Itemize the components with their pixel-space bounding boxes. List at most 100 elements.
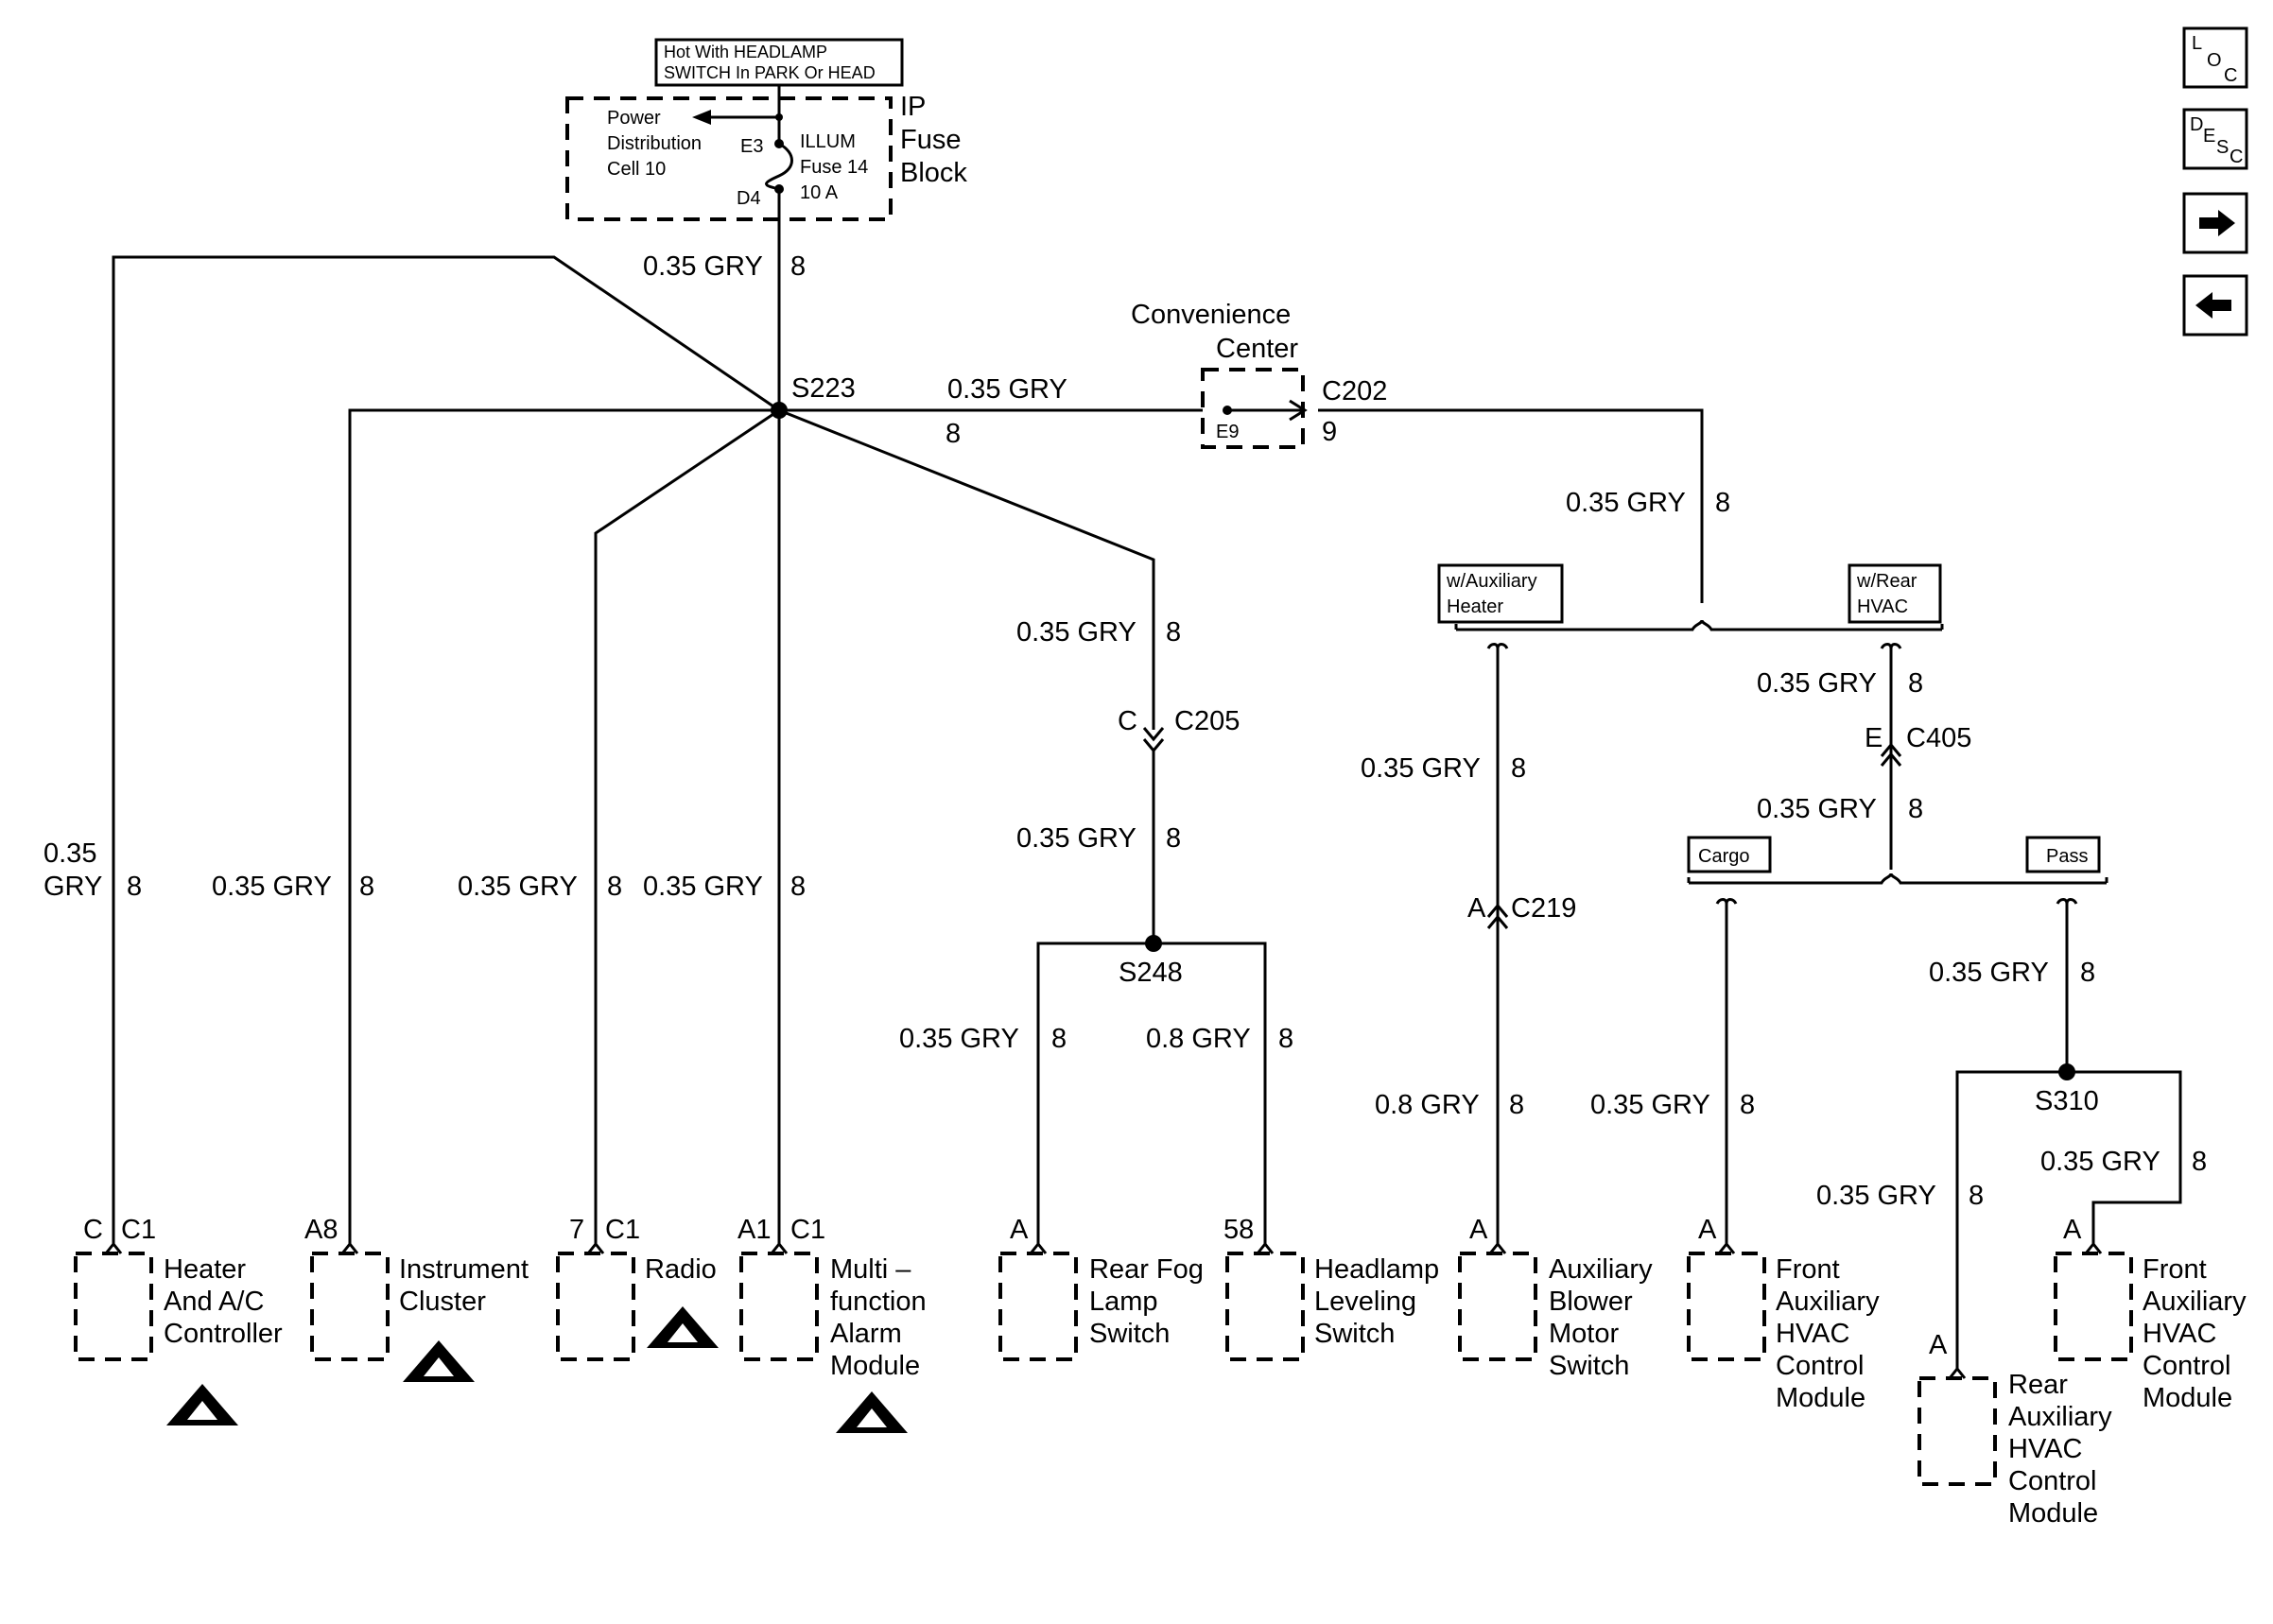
- note-aux-heater-line2: Heater: [1447, 596, 1503, 617]
- fuse-label-2: Fuse 14: [800, 157, 868, 178]
- wire-label-pass-s310: 0.35 GRY: [1929, 958, 2049, 988]
- pin-label-cluster: A8: [304, 1215, 338, 1245]
- next-button[interactable]: [2182, 192, 2248, 254]
- front-pass-label-2: Auxiliary: [2143, 1287, 2247, 1317]
- hot-with-note: Hot With HEADLAMP SWITCH In PARK Or HEAD: [654, 38, 904, 87]
- wire-label-fuse-s223: 0.35 GRY: [643, 251, 763, 282]
- wire-label-cluster: 0.35 GRY: [212, 872, 332, 902]
- circuit-label-c205-s248: 8: [1166, 823, 1181, 854]
- wire-label-front-pass: 0.35 GRY: [2040, 1147, 2160, 1177]
- loc-icon-c: C: [2224, 65, 2237, 86]
- circuit-label-pass-s310: 8: [2080, 958, 2095, 988]
- connector-c405-pin: E: [1865, 723, 1883, 753]
- fuse-block-title-3: Block: [900, 158, 967, 188]
- terminal-icon: [340, 1241, 359, 1254]
- front-pass-label-4: Control: [2143, 1351, 2231, 1381]
- connector-c405-label: C405: [1906, 723, 1971, 753]
- front-pass-label-3: HVAC: [2143, 1319, 2216, 1349]
- front-pass-label-1: Front: [2143, 1254, 2207, 1285]
- fuse-pin-e3: E3: [740, 136, 763, 157]
- circuit-label-rear-aux: 8: [1969, 1181, 1984, 1211]
- leveling-label-3: Switch: [1314, 1319, 1395, 1349]
- convenience-center-title-1: Convenience: [1131, 300, 1291, 330]
- alarm-label-4: Module: [830, 1351, 920, 1381]
- heater-label-2: And A/C: [164, 1287, 264, 1317]
- esd-warning-icon: [403, 1340, 475, 1382]
- pin-label-leveling: 58: [1223, 1215, 1254, 1245]
- circuit-label-radio: 8: [607, 872, 622, 902]
- convenience-center: Convenience Center E9: [1131, 300, 1308, 449]
- prev-button[interactable]: [2182, 274, 2248, 337]
- fuse-pin-d4: D4: [737, 188, 761, 209]
- circuit-label-heater: 8: [127, 872, 142, 902]
- pin-label-rear-aux: A: [1929, 1330, 1948, 1360]
- terminal-icon: [586, 1241, 605, 1254]
- connector-c405-icon: [1880, 752, 1902, 767]
- component-headlamp-leveling-switch: 58 Headlamp Leveling Switch: [1223, 1215, 1439, 1361]
- fuse-label-1: ILLUM: [800, 131, 856, 152]
- desc-icon: D: [2190, 114, 2203, 135]
- loc-icon: L: [2192, 33, 2202, 54]
- leveling-label-1: Headlamp: [1314, 1254, 1439, 1285]
- fog-label-2: Lamp: [1089, 1287, 1158, 1317]
- note-aux-heater: w/Auxiliary Heater: [1437, 563, 1564, 624]
- blower-label-4: Switch: [1549, 1351, 1629, 1381]
- circuit-label-leveling: 8: [1278, 1024, 1293, 1054]
- hot-with-note-line2: SWITCH In PARK Or HEAD: [664, 63, 876, 82]
- splice-s310-label: S310: [2035, 1086, 2099, 1116]
- front-pass-label-5: Module: [2143, 1383, 2232, 1413]
- terminal-icon: [1029, 1241, 1048, 1254]
- blower-label-2: Blower: [1549, 1287, 1633, 1317]
- splice-s248-label: S248: [1119, 958, 1183, 988]
- circuit-label-s223-c202: 8: [946, 419, 961, 449]
- pin-label-radio: 7: [569, 1215, 584, 1245]
- cluster-label-2: Cluster: [399, 1287, 486, 1317]
- wire-label-heater-b: GRY: [43, 872, 102, 902]
- rear-aux-label-5: Module: [2008, 1498, 2098, 1529]
- wire-label-heater-a: 0.35: [43, 838, 96, 869]
- wire-label-radio: 0.35 GRY: [458, 872, 578, 902]
- component-radio: 7 C1 Radio: [556, 1215, 717, 1361]
- wire-label-c202-bus: 0.35 GRY: [1566, 488, 1686, 518]
- esd-warning-icon: [647, 1306, 719, 1348]
- circuit-label-rear-c405: 8: [1908, 668, 1923, 699]
- conn-label-alarm: C1: [790, 1215, 825, 1245]
- wire-label-c405-bus: 0.35 GRY: [1757, 794, 1877, 824]
- note-rear-hvac-line2: HVAC: [1857, 596, 1908, 617]
- terminal-icon: [1488, 1241, 1507, 1254]
- note-pass: Pass: [2025, 836, 2101, 873]
- pin-label-blower: A: [1469, 1215, 1488, 1245]
- wire-label-leveling: 0.8 GRY: [1146, 1024, 1251, 1054]
- connector-arrow-icon: [1289, 399, 1308, 422]
- connector-c205-icon: [1142, 727, 1165, 742]
- circuit-label-front-cargo: 8: [1740, 1090, 1755, 1120]
- terminal-icon: [104, 1241, 123, 1254]
- front-cargo-label-2: Auxiliary: [1776, 1287, 1880, 1317]
- circuit-label-cluster: 8: [359, 872, 374, 902]
- alarm-label-1: Multi –: [830, 1254, 911, 1285]
- fuse-label-3: 10 A: [800, 182, 839, 203]
- convenience-center-pin-e9: E9: [1216, 422, 1239, 442]
- cluster-label-1: Instrument: [399, 1254, 529, 1285]
- wire-label-c205-s248: 0.35 GRY: [1016, 823, 1136, 854]
- esd-warning-icon: [166, 1384, 238, 1425]
- front-cargo-label-3: HVAC: [1776, 1319, 1849, 1349]
- splice-s223-label: S223: [791, 373, 856, 404]
- wire-label-rear-c405: 0.35 GRY: [1757, 668, 1877, 699]
- arrow-right-icon: [2199, 210, 2235, 236]
- conn-label-radio: C1: [605, 1215, 640, 1245]
- connector-c205-label: C205: [1174, 706, 1240, 736]
- pin-label-front-pass: A: [2063, 1215, 2082, 1245]
- arrow-left-icon: [692, 110, 711, 125]
- note-pass-label: Pass: [2046, 846, 2088, 867]
- loc-button[interactable]: L O C: [2182, 26, 2248, 89]
- connector-c219-label: C219: [1511, 893, 1576, 924]
- power-distribution-label-3: Cell 10: [607, 159, 666, 180]
- desc-button[interactable]: D E S C: [2182, 108, 2248, 170]
- loc-icon-o: O: [2207, 50, 2222, 71]
- connector-c202-label: C202: [1322, 376, 1387, 406]
- front-cargo-label-4: Control: [1776, 1351, 1865, 1381]
- radio-label-1: Radio: [645, 1254, 717, 1285]
- rear-aux-label-1: Rear: [2008, 1370, 2068, 1400]
- circuit-label-c202-bus: 8: [1715, 488, 1730, 518]
